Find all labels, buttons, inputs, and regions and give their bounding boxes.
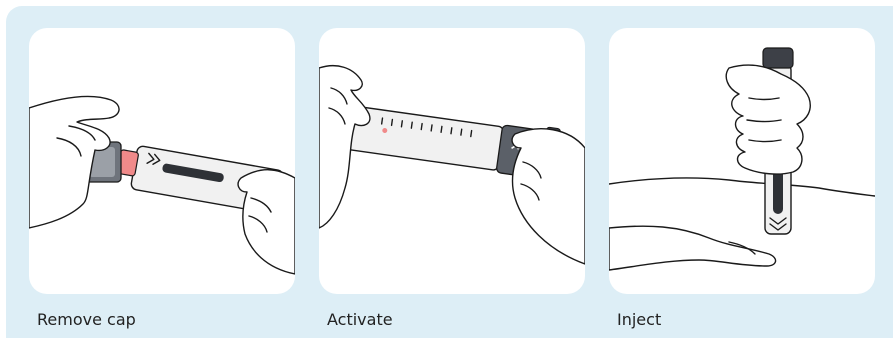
step-caption-inject: Inject bbox=[617, 310, 661, 329]
step-caption-activate: Activate bbox=[327, 310, 393, 329]
activate-illustration bbox=[319, 28, 585, 294]
step-remove-cap-panel bbox=[29, 28, 295, 294]
step-activate-panel bbox=[319, 28, 585, 294]
step-caption-remove-cap: Remove cap bbox=[37, 310, 136, 329]
inject-illustration bbox=[609, 28, 875, 294]
remove-cap-illustration bbox=[29, 28, 295, 294]
instructions-strip: Remove cap Activate Inject bbox=[6, 6, 893, 338]
step-inject-panel bbox=[609, 28, 875, 294]
